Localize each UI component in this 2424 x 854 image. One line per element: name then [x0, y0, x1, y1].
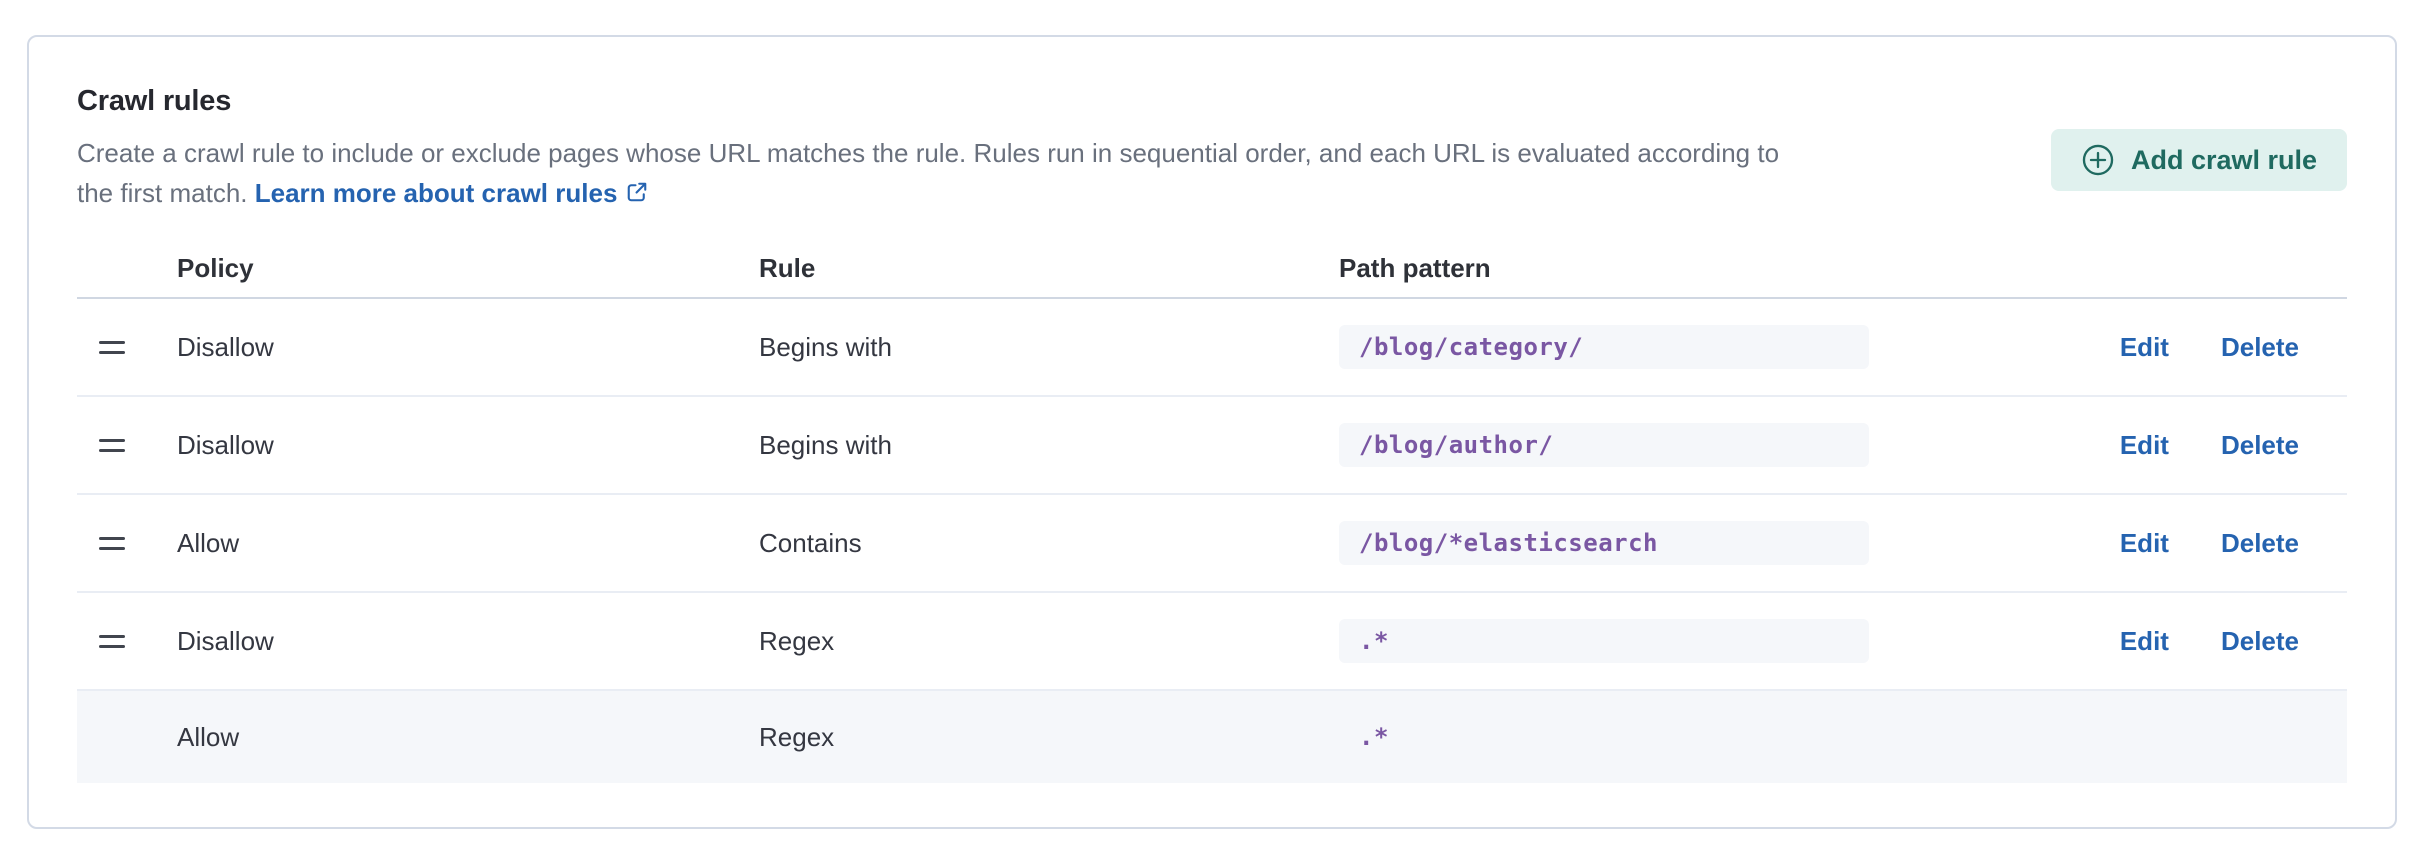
panel-header: Crawl rules Create a crawl rule to inclu…	[77, 83, 2347, 213]
rule-cell: Begins with	[759, 429, 892, 460]
column-header-rule: Rule	[759, 253, 816, 283]
policy-cell: Allow	[177, 527, 240, 558]
add-crawl-rule-button[interactable]: Add crawl rule	[2050, 129, 2347, 191]
path-pattern-code: /blog/category/	[1339, 325, 1869, 369]
path-pattern-code: .*	[1339, 619, 1869, 663]
crawl-rules-table: Policy Rule Path pattern Disallow Begins…	[77, 253, 2347, 783]
panel-header-text: Crawl rules Create a crawl rule to inclu…	[77, 83, 1807, 213]
delete-link[interactable]: Delete	[2220, 331, 2299, 362]
edit-link[interactable]: Edit	[2119, 429, 2169, 460]
policy-cell: Disallow	[177, 331, 274, 362]
drag-handle-icon[interactable]	[99, 536, 125, 550]
table-row: Allow Contains /blog/*elasticsearch Edit…	[77, 495, 2347, 593]
plus-in-circle-icon	[2082, 144, 2114, 176]
edit-link[interactable]: Edit	[2119, 527, 2169, 558]
crawl-rules-panel: Crawl rules Create a crawl rule to inclu…	[27, 35, 2397, 829]
table-row-default-rule: Allow Regex .*	[77, 691, 2347, 783]
panel-description: Create a crawl rule to include or exclud…	[77, 133, 1807, 213]
table-row: Disallow Begins with /blog/category/ Edi…	[77, 299, 2347, 397]
policy-cell: Disallow	[177, 429, 274, 460]
delete-link[interactable]: Delete	[2220, 527, 2299, 558]
page-title: Crawl rules	[77, 85, 232, 117]
drag-handle-icon[interactable]	[99, 634, 125, 648]
rule-cell: Regex	[759, 625, 835, 656]
rule-cell: Begins with	[759, 331, 892, 362]
description-text: Create a crawl rule to include or exclud…	[77, 138, 1780, 208]
edit-link[interactable]: Edit	[2119, 331, 2169, 362]
path-pattern-code: .*	[1339, 715, 1869, 759]
table-row: Disallow Regex .* Edit Delete	[77, 593, 2347, 691]
rule-cell: Contains	[759, 527, 862, 558]
delete-link[interactable]: Delete	[2220, 625, 2299, 656]
external-link-icon	[628, 182, 647, 202]
table-row: Disallow Begins with /blog/author/ Edit …	[77, 397, 2347, 495]
drag-handle-icon[interactable]	[99, 340, 125, 354]
path-pattern-code: /blog/author/	[1339, 423, 1869, 467]
add-crawl-rule-label: Add crawl rule	[2130, 144, 2317, 175]
path-pattern-code: /blog/*elasticsearch	[1339, 521, 1869, 565]
column-header-policy: Policy	[177, 253, 254, 283]
column-header-path-pattern: Path pattern	[1339, 253, 1491, 283]
table-header-row: Policy Rule Path pattern	[77, 253, 2347, 299]
learn-more-link[interactable]: Learn more about crawl rules	[255, 178, 650, 208]
rule-cell: Regex	[759, 721, 835, 752]
policy-cell: Disallow	[177, 625, 274, 656]
drag-handle-icon[interactable]	[99, 438, 125, 452]
delete-link[interactable]: Delete	[2220, 429, 2299, 460]
edit-link[interactable]: Edit	[2119, 625, 2169, 656]
policy-cell: Allow	[177, 721, 240, 752]
